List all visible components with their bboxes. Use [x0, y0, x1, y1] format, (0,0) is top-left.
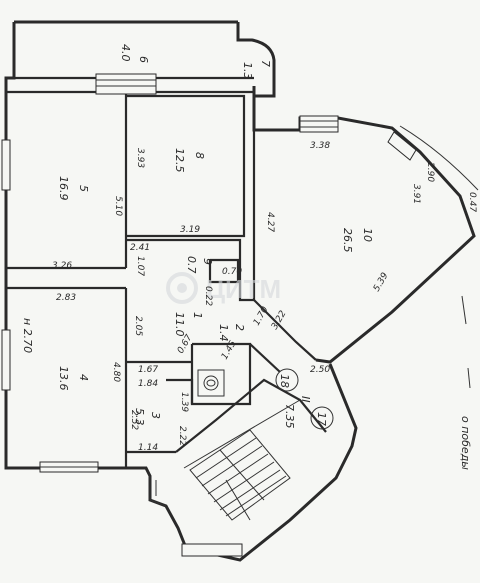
dim-139: 1.39 [179, 392, 189, 412]
room-9-area: 0.7 [185, 256, 198, 274]
dim-427: 4.27 [265, 212, 275, 232]
street-text: о победы [459, 416, 472, 470]
room-8-num: 8 [193, 152, 206, 159]
dim-114: 1.14 [138, 443, 158, 453]
dim-326: 3.26 [52, 261, 72, 271]
room-7-num: 7 [259, 60, 272, 67]
room-6-num: 6 [137, 56, 150, 63]
dim-070: 0.70 [222, 267, 242, 277]
stair-num: II [299, 396, 312, 403]
dim-167: 1.67 [138, 365, 158, 375]
room-10-area: 26.5 [341, 228, 354, 253]
dim-047: 0.47 [467, 192, 477, 212]
dim-184: 1.84 [138, 379, 158, 389]
stair-area: 7.35 [283, 404, 296, 429]
marker-circle-18 [275, 368, 299, 392]
dim-393: 3.93 [135, 148, 145, 168]
dim-322: 3.22 [270, 309, 289, 332]
dim-145: 1.45 [220, 339, 239, 362]
dim-391: 3.91 [411, 184, 421, 204]
watermark-text: ЦИТМ [206, 274, 281, 304]
room-2-area: 1.4 [217, 324, 230, 342]
balcony-arc [399, 125, 479, 191]
room-10-num: 10 [361, 228, 374, 242]
dim-539: 5.39 [372, 271, 391, 294]
dim-283: 2.83 [56, 293, 76, 303]
room-1-num: 1 [191, 312, 204, 319]
dim-170: 1.70 [252, 305, 271, 328]
watermark: ЦИТМ [166, 272, 281, 304]
dim-252: 2.52 [129, 410, 139, 430]
dim-338: 3.38 [310, 141, 330, 151]
dim-222: 2.22 [177, 426, 187, 446]
room-5-num: 5 [77, 185, 90, 192]
room-5-area: 16.9 [57, 176, 70, 201]
room-3-num: 3 [149, 412, 162, 419]
room-9-num: 9 [201, 258, 214, 265]
room-8-area: 12.5 [173, 148, 186, 173]
dim-290: 2.90 [425, 162, 435, 182]
marker-18-label: 18 [278, 374, 291, 388]
dim-319: 3.19 [180, 225, 200, 235]
room-1-area: 11.0 [173, 312, 186, 337]
dim-205: 2.05 [133, 316, 143, 336]
dim-510: 5.10 [113, 196, 123, 216]
dim-022: 0.22 [203, 286, 213, 306]
room-4-area: 13.6 [57, 366, 70, 391]
room-6-area: 4.0 [119, 44, 132, 62]
room-4-num: 4 [77, 374, 90, 381]
balcony-mark: н 2.70 [21, 318, 34, 353]
marker-17-label: 17 [315, 412, 328, 426]
dim-250: 2.50 [310, 365, 330, 375]
marker-circle-17 [310, 406, 334, 430]
room-3-area: 5.3 [133, 408, 146, 426]
interior-walls [6, 92, 327, 469]
room-7-area: 1.3 [241, 62, 254, 80]
windows [1, 73, 417, 557]
dim-241: 2.41 [130, 243, 150, 253]
room-2-num: 2 [233, 324, 246, 331]
dim-107: 1.07 [135, 256, 145, 276]
staircase [189, 429, 291, 521]
dim-480: 4.80 [111, 362, 121, 382]
